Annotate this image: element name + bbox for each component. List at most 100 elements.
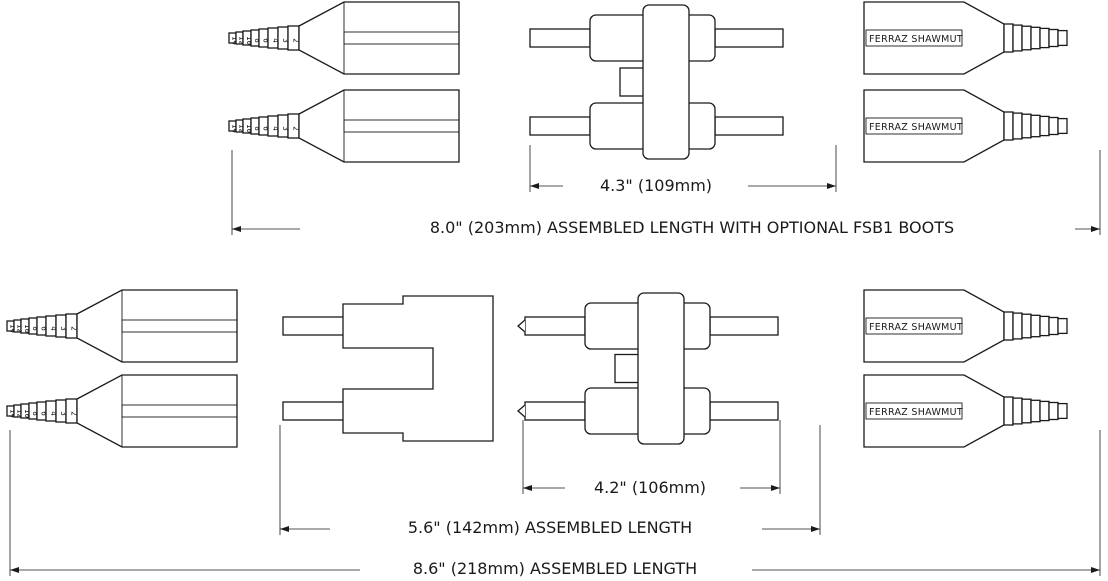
top-connector [529, 4, 784, 160]
boot-tick-label: 2 [70, 411, 79, 416]
boot-tick-label: 6 [40, 411, 49, 416]
boot-step [1048, 116, 1059, 136]
boot-step [1030, 26, 1041, 50]
boot-tick-label: 10 [245, 124, 254, 134]
bottom-assembled-short-dimension-label: 5.6" (142mm) ASSEMBLED LENGTH [408, 518, 692, 537]
arrowhead-left [530, 183, 539, 189]
boot-step [1057, 29, 1068, 47]
top-assembled-dimension-label: 8.0" (203mm) ASSEMBLED LENGTH WITH OPTIO… [430, 218, 954, 237]
boot-step [1030, 314, 1041, 338]
boot-body [76, 374, 238, 448]
arrowhead-right [1091, 567, 1100, 573]
brand-label: FERRAZ SHAWMUT [869, 34, 963, 45]
boot-step [1048, 28, 1059, 48]
top-connector-dimension [529, 145, 837, 192]
boot-step [1003, 311, 1014, 341]
boot-center-band [121, 319, 238, 333]
adapter-body [342, 295, 494, 442]
boot-tick-label: 10 [23, 324, 32, 334]
boot-tick-label: 12 [238, 124, 247, 133]
boot-tick-label: 12 [16, 324, 25, 333]
pin [709, 401, 779, 421]
boot-step [1039, 400, 1050, 422]
boot-body [76, 289, 238, 363]
boot-tick-label: 8 [253, 38, 262, 43]
bottom-u-adapter [282, 295, 494, 442]
pin [524, 401, 586, 421]
boot-step [1057, 317, 1068, 335]
boot-step [1057, 117, 1068, 135]
boot-step [1039, 315, 1050, 337]
brand-label: FERRAZ SHAWMUT [869, 322, 963, 333]
boot-tick-label: 4 [271, 126, 280, 131]
boot-tick-label: 3 [59, 411, 68, 416]
boot-tick-label: 2 [292, 38, 301, 43]
pin [282, 401, 346, 421]
boot-step [1012, 397, 1023, 425]
pin-tip [517, 319, 526, 333]
top-connector-dimension-label: 4.3" (109mm) [600, 176, 712, 195]
boot-tick-label: 10 [245, 36, 254, 46]
boot-center-band [343, 31, 460, 45]
brand-label: FERRAZ SHAWMUT [869, 122, 963, 133]
boot-step [1030, 114, 1041, 138]
arrowhead-right [827, 183, 836, 189]
boot-center-band [121, 404, 238, 418]
boot-step [1039, 27, 1050, 49]
boot-tick-label: 12 [238, 36, 247, 45]
boot-tick-label: 3 [281, 38, 290, 43]
bottom-assembled-long-dimension-label: 8.6" (218mm) ASSEMBLED LENGTH [413, 559, 697, 578]
bottom-right-boot-lower: FERRAZ SHAWMUT [863, 374, 1068, 448]
boot-step [1003, 111, 1014, 141]
pin [529, 28, 591, 48]
boot-tick-label: 8 [31, 411, 40, 416]
boot-tick-label: 8 [31, 326, 40, 331]
bottom-connector-dimension [522, 420, 781, 494]
boot-step [1039, 115, 1050, 137]
arrowhead-left [10, 567, 19, 573]
top-right-boot-lower: FERRAZ SHAWMUT [863, 89, 1068, 163]
pin [529, 116, 591, 136]
boot-step [1021, 113, 1032, 139]
boot-step [1003, 396, 1014, 426]
brand-band [865, 29, 963, 47]
arrowhead-left [280, 526, 289, 532]
bottom-right-boot-upper: FERRAZ SHAWMUT [863, 289, 1068, 363]
brand-band [865, 402, 963, 420]
boot-tick-label: 14 [9, 409, 18, 419]
boot-tick-label: 2 [292, 126, 301, 131]
boot-tick-label: 3 [59, 326, 68, 331]
brand-label: FERRAZ SHAWMUT [869, 407, 963, 418]
boot-step [1012, 24, 1023, 52]
boot-tick-label: 6 [40, 326, 49, 331]
pin [714, 116, 784, 136]
bottom-assembled-short-dimension [279, 425, 821, 535]
boot-tick-label: 4 [49, 411, 58, 416]
boot-step [1057, 402, 1068, 420]
top-right-boot-upper: FERRAZ SHAWMUT [863, 1, 1068, 75]
boot-tick-label: 14 [9, 324, 18, 334]
boot-body [298, 1, 460, 75]
boot-step [1021, 313, 1032, 339]
boot-tick-label: 4 [49, 326, 58, 331]
arrowhead-right [811, 526, 820, 532]
boot-tick-label: 6 [262, 126, 271, 131]
bottom-connector [517, 292, 779, 445]
boot-step [1012, 312, 1023, 340]
pin [714, 28, 784, 48]
boot-tick-label: 2 [70, 326, 79, 331]
pin-tip [517, 404, 526, 418]
boot-step [1030, 399, 1041, 423]
arrowhead-right [1091, 226, 1100, 232]
center-block [637, 292, 685, 445]
boot-center-band [343, 119, 460, 133]
brand-band [865, 117, 963, 135]
boot-tick-label: 12 [16, 409, 25, 418]
boot-step [1003, 23, 1014, 53]
boot-body [298, 89, 460, 163]
